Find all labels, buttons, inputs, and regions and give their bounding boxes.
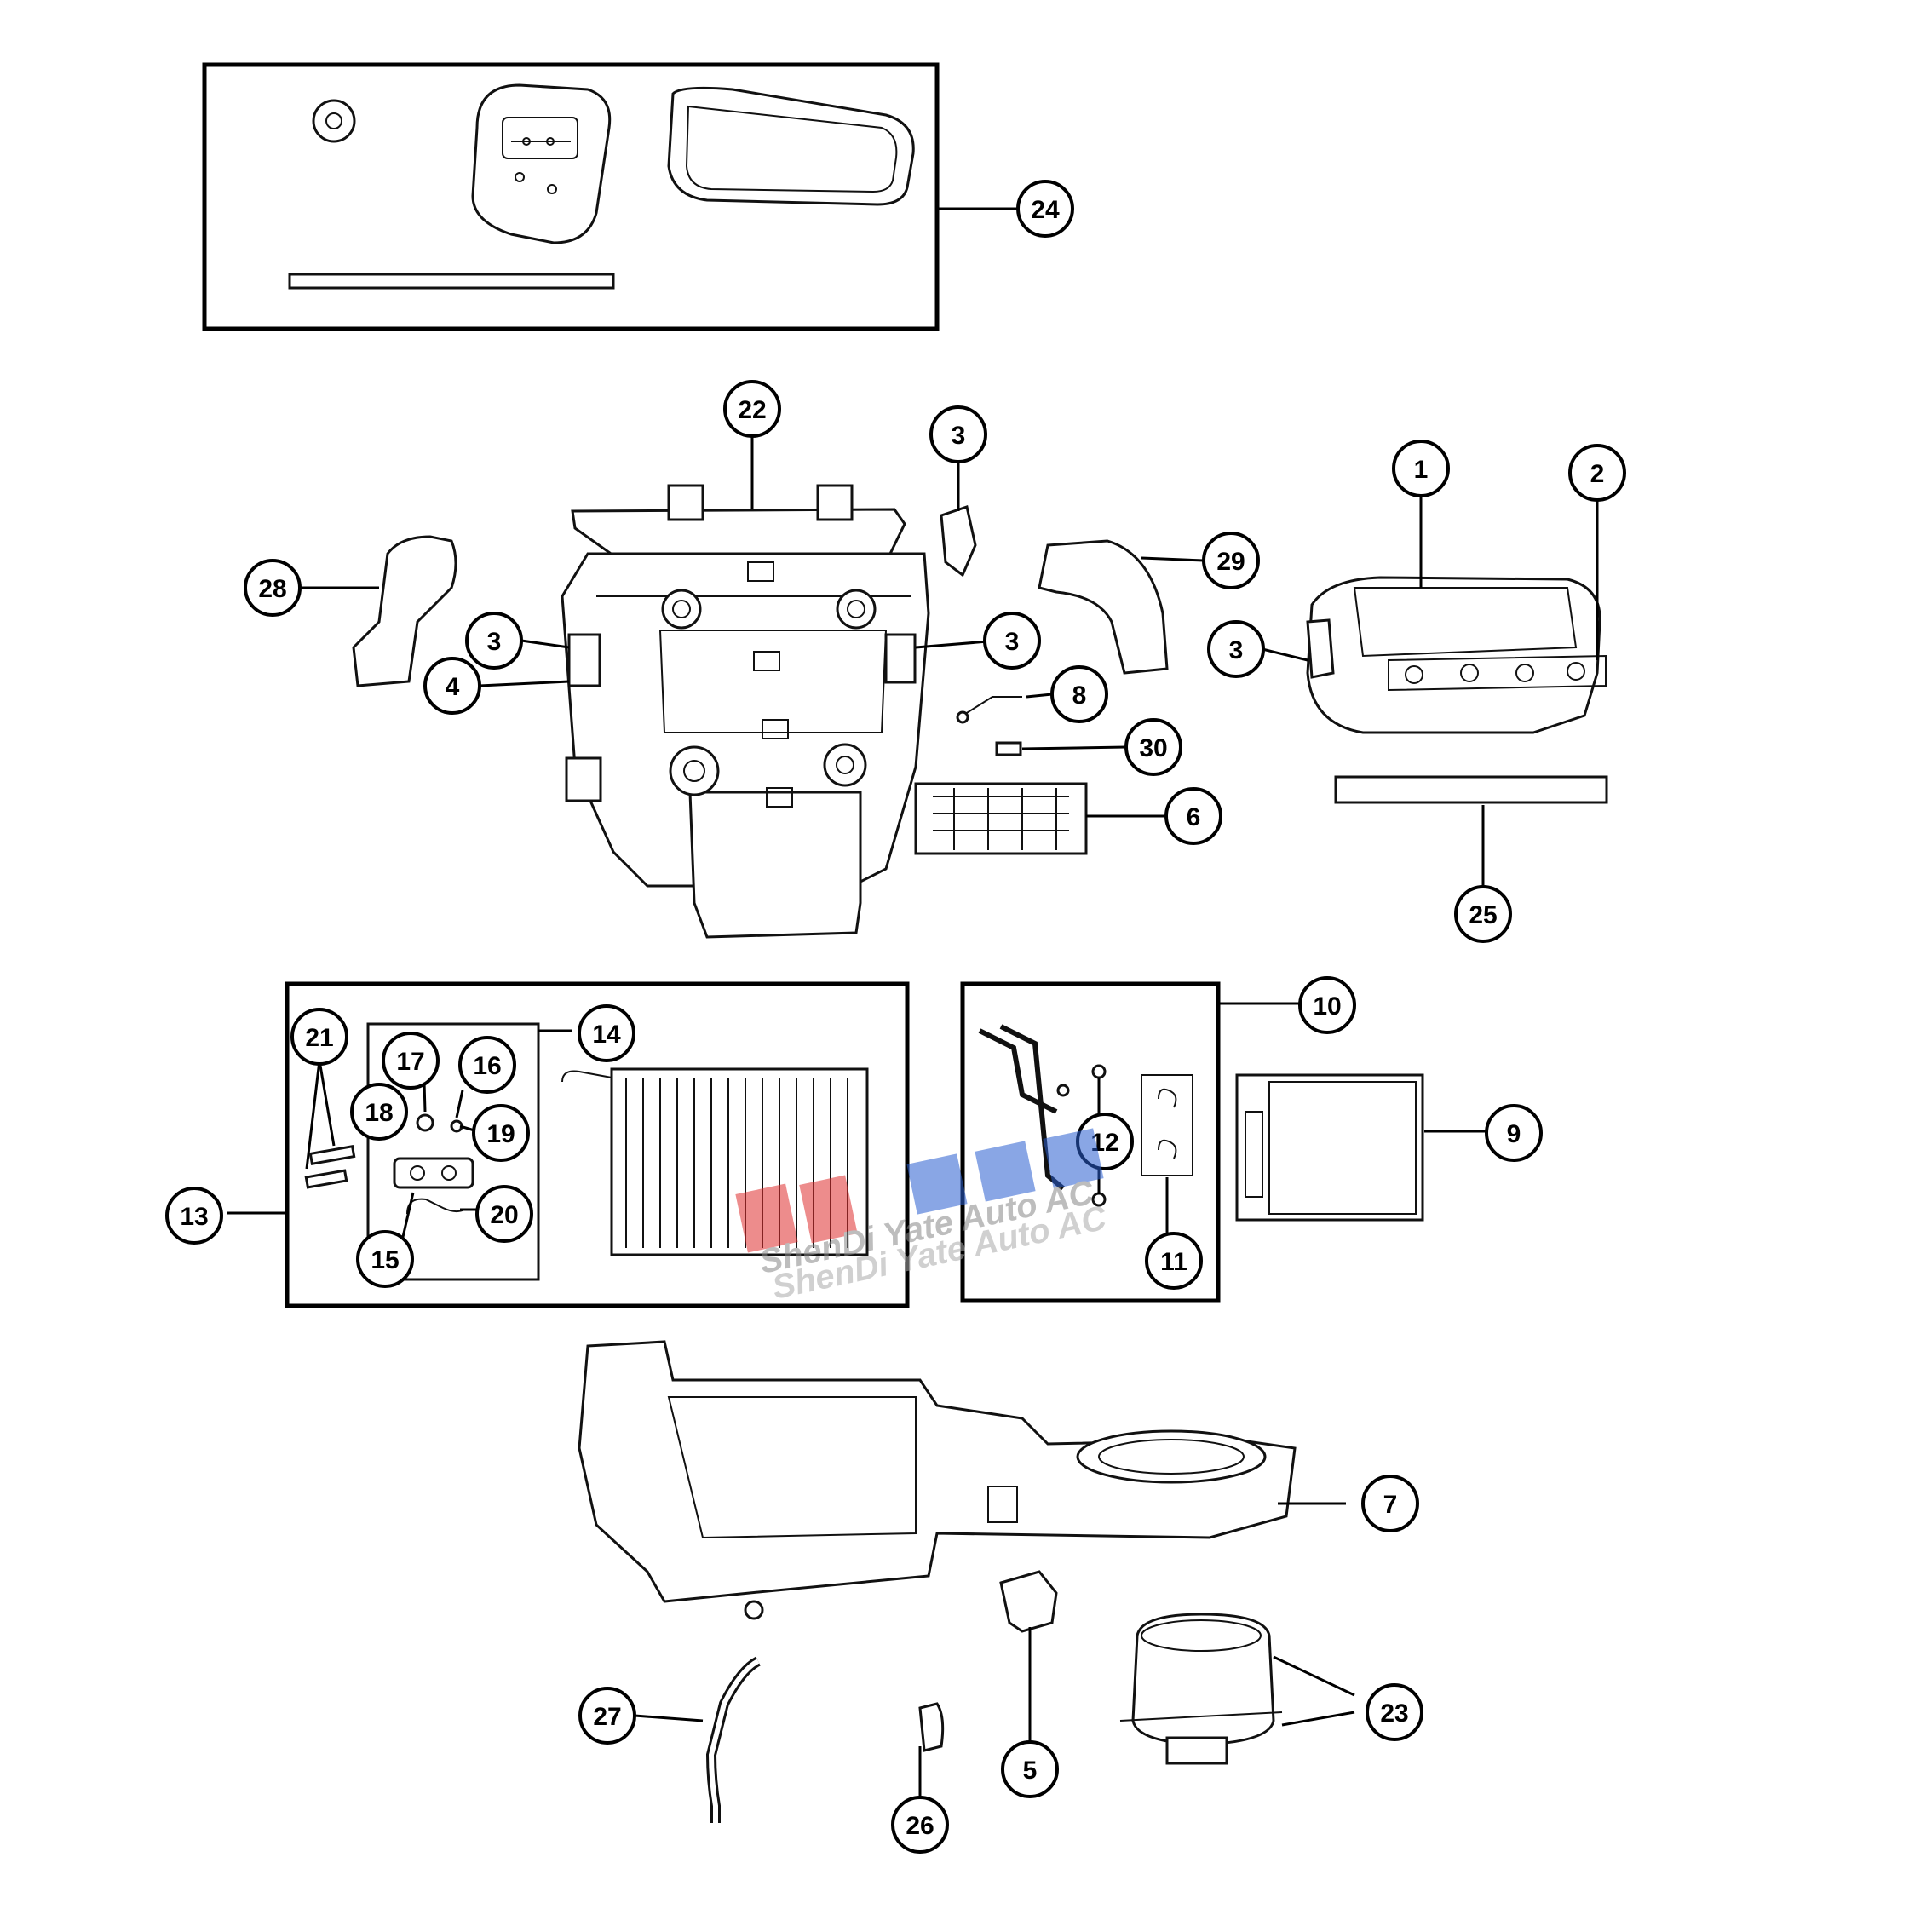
ring-seal <box>667 86 915 206</box>
svg-text:2: 2 <box>1590 460 1605 488</box>
svg-text:3: 3 <box>952 422 966 450</box>
callout-24: 24 <box>1016 180 1074 238</box>
svg-text:9: 9 <box>1507 1120 1521 1148</box>
seal-kit-group <box>202 62 1018 331</box>
callout-3: 3 <box>1207 620 1265 678</box>
callout-27: 27 <box>578 1687 636 1745</box>
bolt-21b <box>304 1169 348 1189</box>
svg-text:14: 14 <box>592 1021 621 1049</box>
svg-text:21: 21 <box>305 1024 333 1052</box>
blower-housing-1 <box>1306 576 1607 734</box>
svg-text:3: 3 <box>487 628 502 656</box>
sensor-30 <box>995 741 1022 756</box>
svg-text:13: 13 <box>180 1203 208 1231</box>
callout-19: 19 <box>472 1104 530 1162</box>
right-actuator <box>884 633 917 684</box>
svg-text:19: 19 <box>486 1120 515 1148</box>
callout-29: 29 <box>1202 532 1260 589</box>
svg-text:6: 6 <box>1187 803 1201 831</box>
floor-duct <box>688 791 862 939</box>
callout-20: 20 <box>475 1185 533 1243</box>
callout-25: 25 <box>1454 885 1512 943</box>
callout-10: 10 <box>1298 976 1356 1034</box>
svg-text:25: 25 <box>1469 901 1497 929</box>
callout-21: 21 <box>290 1008 348 1066</box>
callout-8: 8 <box>1050 665 1108 723</box>
actuator-3-top <box>940 505 977 578</box>
svg-text:24: 24 <box>1031 196 1060 224</box>
svg-text:1: 1 <box>1414 456 1429 484</box>
side-duct-29 <box>1038 539 1169 675</box>
evaporator-kit-group <box>285 981 910 1308</box>
svg-text:26: 26 <box>906 1812 934 1840</box>
heater-core-9 <box>1235 1073 1424 1222</box>
round-seal <box>312 99 356 143</box>
callout-3: 3 <box>465 612 523 670</box>
callout-16: 16 <box>458 1036 516 1094</box>
svg-text:29: 29 <box>1216 548 1245 576</box>
svg-text:16: 16 <box>473 1052 501 1080</box>
callout-26: 26 <box>891 1796 949 1854</box>
callout-28: 28 <box>244 559 302 617</box>
svg-text:10: 10 <box>1313 992 1341 1021</box>
callout-7: 7 <box>1361 1475 1419 1532</box>
hvac-housing-assembly <box>561 484 930 939</box>
callout-22: 22 <box>723 380 781 438</box>
callout-3: 3 <box>929 405 987 463</box>
clip-20 <box>406 1198 465 1215</box>
svg-text:27: 27 <box>593 1703 621 1731</box>
svg-text:8: 8 <box>1072 681 1087 710</box>
svg-text:30: 30 <box>1139 734 1167 762</box>
oring-18 <box>416 1113 434 1132</box>
resistor-5 <box>999 1570 1058 1633</box>
callout-15: 15 <box>356 1230 414 1288</box>
callout-18: 18 <box>350 1083 408 1141</box>
svg-text:18: 18 <box>365 1099 393 1127</box>
strip-seal <box>288 273 615 290</box>
callout-17: 17 <box>382 1032 440 1090</box>
svg-text:4: 4 <box>446 673 460 701</box>
svg-text:23: 23 <box>1380 1699 1408 1728</box>
svg-text:11: 11 <box>1160 1248 1187 1276</box>
svg-text:3: 3 <box>1005 628 1020 656</box>
side-duct-28 <box>352 535 457 687</box>
svg-text:5: 5 <box>1023 1757 1038 1785</box>
callout-14: 14 <box>578 1004 635 1062</box>
blower-motor-23 <box>1119 1613 1283 1765</box>
callout-4: 4 <box>423 657 481 715</box>
plate-seal <box>471 83 612 244</box>
heater-core-kit-group <box>960 981 1221 1303</box>
svg-text:3: 3 <box>1229 636 1244 664</box>
seal-kit-box <box>202 62 940 331</box>
svg-text:17: 17 <box>396 1048 424 1076</box>
callout-3: 3 <box>983 612 1041 670</box>
bolt-21a <box>308 1145 356 1165</box>
cabin-filter-25 <box>1334 775 1608 804</box>
callout-9: 9 <box>1485 1104 1543 1162</box>
svg-text:20: 20 <box>490 1201 518 1229</box>
svg-text:22: 22 <box>738 396 766 424</box>
callout-1: 1 <box>1392 440 1450 497</box>
clip-26 <box>918 1702 945 1752</box>
heater-element-6 <box>914 782 1088 855</box>
sensor-8 <box>962 696 1022 716</box>
callout-5: 5 <box>1001 1740 1059 1798</box>
lower-housing-7 <box>578 1340 1297 1620</box>
callout-6: 6 <box>1164 787 1222 845</box>
expansion-valve-15 <box>393 1157 474 1189</box>
callout-23: 23 <box>1366 1683 1423 1741</box>
svg-text:28: 28 <box>258 575 286 603</box>
svg-text:7: 7 <box>1383 1491 1398 1519</box>
left-actuator <box>567 633 601 687</box>
callout-2: 2 <box>1568 444 1626 502</box>
callout-13: 13 <box>165 1187 223 1245</box>
svg-text:15: 15 <box>371 1246 399 1274</box>
callout-11: 11 <box>1145 1232 1203 1290</box>
callout-30: 30 <box>1124 718 1182 776</box>
